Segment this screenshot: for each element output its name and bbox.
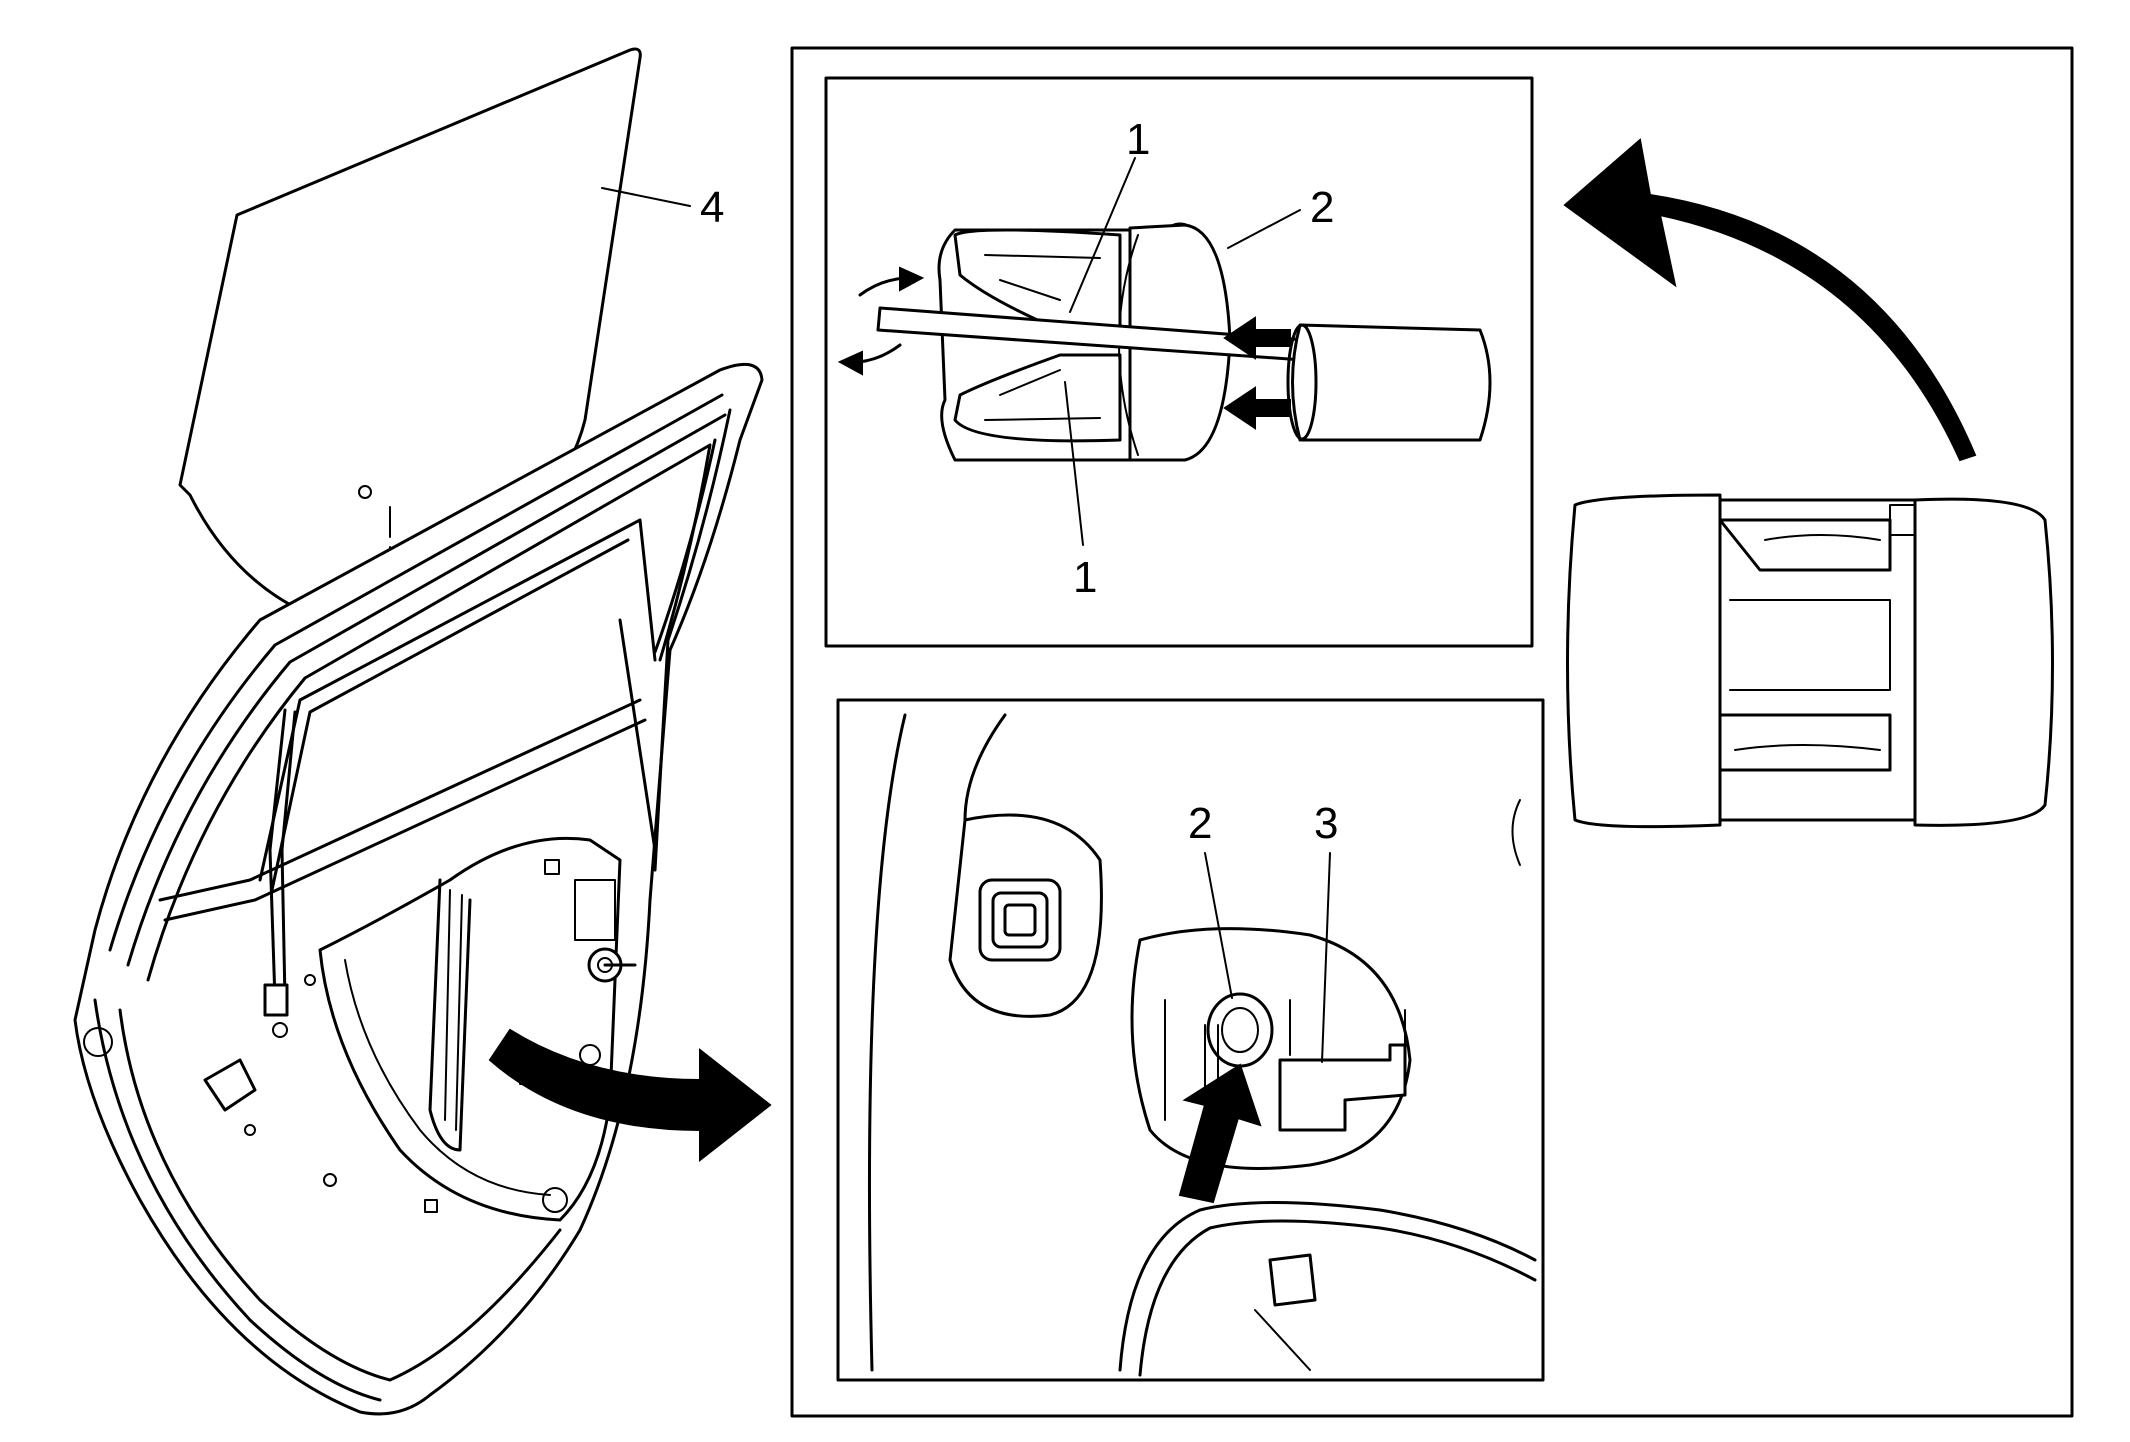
hinge-bracket [263, 983, 289, 1017]
leader-fastener-installed [1204, 852, 1233, 999]
plug-square-outer [978, 878, 1062, 962]
closeup-cap-right [1913, 497, 2054, 827]
lower-rail [1118, 1201, 1537, 1372]
callout-window-glass: 4 [700, 183, 724, 232]
leader-tab-upper [1069, 157, 1136, 313]
squeeze-arrow-upper [858, 276, 907, 297]
closeup-body [1718, 498, 1917, 822]
push-arrow-lower [1223, 386, 1291, 430]
leader-window-channel [1321, 852, 1331, 1063]
closeup-cap-left [1566, 493, 1722, 829]
rail-clip [1268, 1253, 1317, 1307]
glass-mount-hole [358, 485, 372, 499]
fastener-inset-frame [836, 698, 1545, 1382]
window-channel-bracket [1278, 1043, 1407, 1132]
squeeze-arrow-lower [856, 343, 902, 364]
removal-tool-handle [1291, 323, 1492, 442]
leader-fastener-detail [1227, 209, 1301, 249]
retainer-inset-frame [824, 76, 1534, 648]
detail-pointer-arrow [488, 1028, 772, 1163]
callout-retainer-tab-lower: 1 [1073, 553, 1097, 602]
callout-fastener-detail: 2 [1310, 183, 1334, 232]
latch-plate [203, 1058, 257, 1112]
install-direction-arrow [1178, 1063, 1262, 1204]
retainer-removal-inset: 1 1 2 [824, 76, 1534, 648]
retainer-closeup [1563, 138, 2054, 829]
detail-frame [790, 46, 2074, 1418]
panel-edge-curve [867, 713, 907, 1372]
leader-tab-lower [1064, 381, 1084, 546]
closeup-upper-slot [1718, 518, 1892, 572]
push-arrow-upper [1223, 316, 1291, 360]
installed-fastener-inset: 2 3 [836, 698, 1545, 1382]
callout-retainer-tab-upper: 1 [1126, 115, 1150, 164]
door-assembly [73, 362, 772, 1416]
callout-window-channel: 3 [1314, 799, 1338, 848]
callout-fastener-installed: 2 [1188, 799, 1212, 848]
closeup-lower-slot [1718, 713, 1892, 772]
leader-window-glass [601, 187, 691, 207]
rotate-arrow [1563, 138, 1977, 462]
access-hole [1130, 927, 1412, 1170]
access-panel [948, 813, 1103, 1018]
